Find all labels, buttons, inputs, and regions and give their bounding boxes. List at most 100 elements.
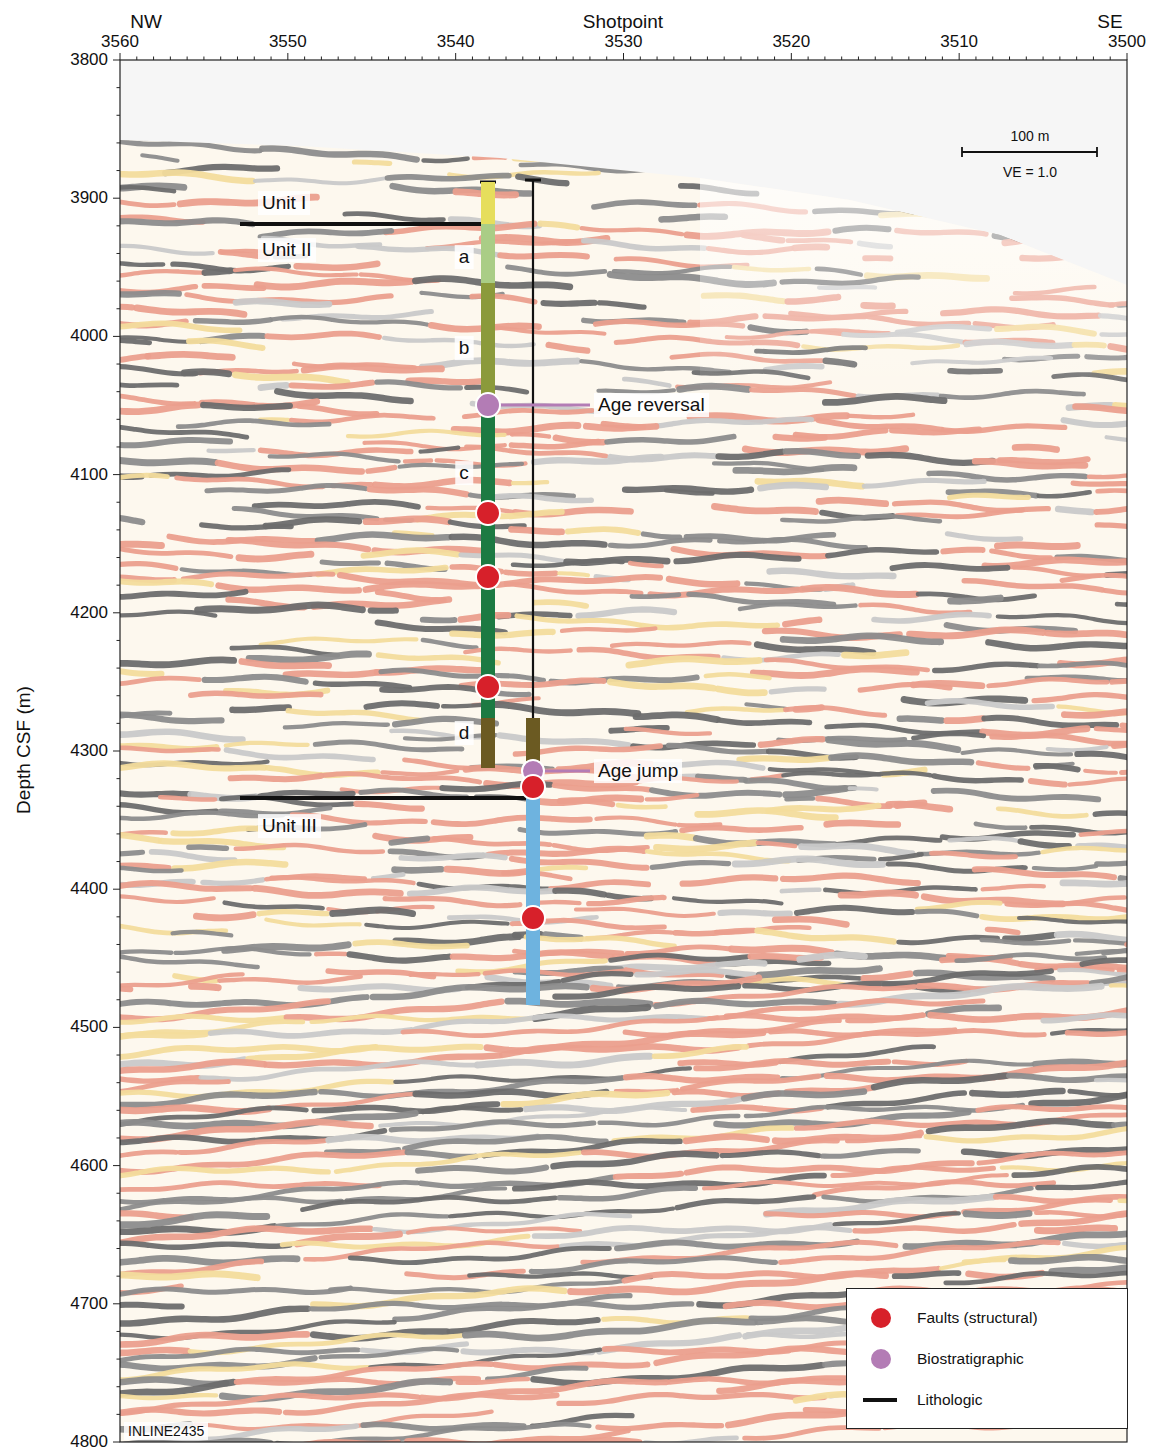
- reflector: [578, 610, 674, 616]
- reflector: [452, 537, 605, 545]
- reflector: [668, 745, 766, 752]
- reflector: [255, 178, 385, 183]
- swatch-dot: [869, 1306, 893, 1330]
- reflector: [232, 647, 338, 655]
- reflector: [740, 758, 828, 760]
- reflector: [160, 797, 215, 799]
- tick: [908, 57, 909, 61]
- reflector: [434, 818, 590, 825]
- reflector: [892, 429, 979, 432]
- reflector: [255, 502, 418, 507]
- reflector: [1096, 507, 1137, 512]
- tick: [690, 57, 691, 61]
- reflector: [718, 689, 764, 693]
- axis-title: Shotpoint: [583, 11, 663, 33]
- tick: [573, 57, 574, 61]
- reflector: [831, 756, 971, 763]
- reflector: [987, 929, 1018, 932]
- reflector: [923, 190, 990, 193]
- tick: [489, 57, 490, 61]
- reflector: [683, 1076, 819, 1089]
- reflector: [292, 383, 373, 387]
- reflector: [345, 214, 444, 220]
- reflector: [112, 1168, 328, 1176]
- reflector: [736, 467, 854, 471]
- reflector: [720, 539, 866, 547]
- lithology-interval: [481, 224, 495, 283]
- reflector: [103, 1440, 271, 1448]
- reflector: [184, 372, 229, 374]
- reflector: [452, 632, 552, 636]
- reflector: [203, 405, 290, 408]
- reflector: [368, 468, 395, 472]
- reflector: [423, 1108, 521, 1112]
- tick: [959, 53, 960, 60]
- reflector: [104, 988, 130, 990]
- reflector: [630, 563, 662, 566]
- reflector: [1048, 747, 1107, 750]
- tick: [187, 57, 188, 61]
- reflector: [618, 805, 666, 807]
- reflector: [758, 843, 795, 846]
- reflector: [102, 1305, 182, 1307]
- reflector: [914, 734, 984, 739]
- reflector: [119, 1092, 315, 1105]
- tick: [117, 225, 121, 226]
- reflector: [443, 705, 487, 707]
- reflector: [1015, 447, 1057, 449]
- reflector: [535, 602, 586, 606]
- reflector: [270, 454, 399, 462]
- reflector: [266, 920, 359, 926]
- reflector: [183, 574, 333, 579]
- reflector: [786, 708, 885, 716]
- reflector: [504, 1093, 668, 1104]
- reflector: [1034, 217, 1137, 223]
- reflector: [152, 852, 235, 860]
- reflector: [776, 437, 825, 439]
- reflector: [984, 718, 1116, 726]
- reflector: [649, 419, 812, 427]
- reflector: [104, 564, 176, 569]
- reflector: [391, 1122, 594, 1130]
- reflector: [1009, 1076, 1137, 1081]
- reflector: [775, 1133, 920, 1141]
- fault-marker: [476, 501, 500, 525]
- reflector: [366, 703, 437, 707]
- tick: [220, 57, 221, 61]
- legend-box: Faults (structural)BiostratigraphicLitho…: [846, 1288, 1128, 1429]
- tick-label: 3900: [70, 188, 108, 208]
- tick: [117, 446, 121, 447]
- reflector: [450, 1320, 598, 1332]
- reflector: [104, 955, 258, 967]
- reflector: [286, 672, 377, 674]
- reflector: [783, 773, 930, 776]
- tick: [117, 1359, 121, 1360]
- reflector: [1043, 1015, 1137, 1021]
- reflector: [1097, 862, 1137, 864]
- reflector: [116, 883, 251, 889]
- reflector: [1057, 177, 1096, 181]
- reflector: [255, 888, 401, 895]
- reflector: [534, 457, 661, 462]
- reflector: [720, 912, 789, 914]
- reflector: [868, 196, 929, 204]
- reflector: [469, 1273, 651, 1277]
- reflector: [401, 855, 505, 859]
- tick: [113, 474, 120, 475]
- tick: [117, 585, 121, 586]
- tick: [117, 778, 121, 779]
- tick: [1009, 57, 1010, 61]
- reflector: [624, 379, 669, 385]
- reflector: [119, 612, 215, 616]
- reflector: [107, 1016, 284, 1022]
- reflector: [105, 304, 132, 311]
- reflector: [947, 534, 1020, 540]
- reflector: [1014, 1167, 1137, 1175]
- reflector: [549, 345, 588, 351]
- reflector: [405, 1137, 606, 1149]
- tick: [287, 53, 288, 60]
- reflector: [732, 948, 832, 953]
- reflector: [757, 931, 893, 942]
- tick: [117, 1193, 121, 1194]
- legend-line-sample: [859, 1387, 903, 1413]
